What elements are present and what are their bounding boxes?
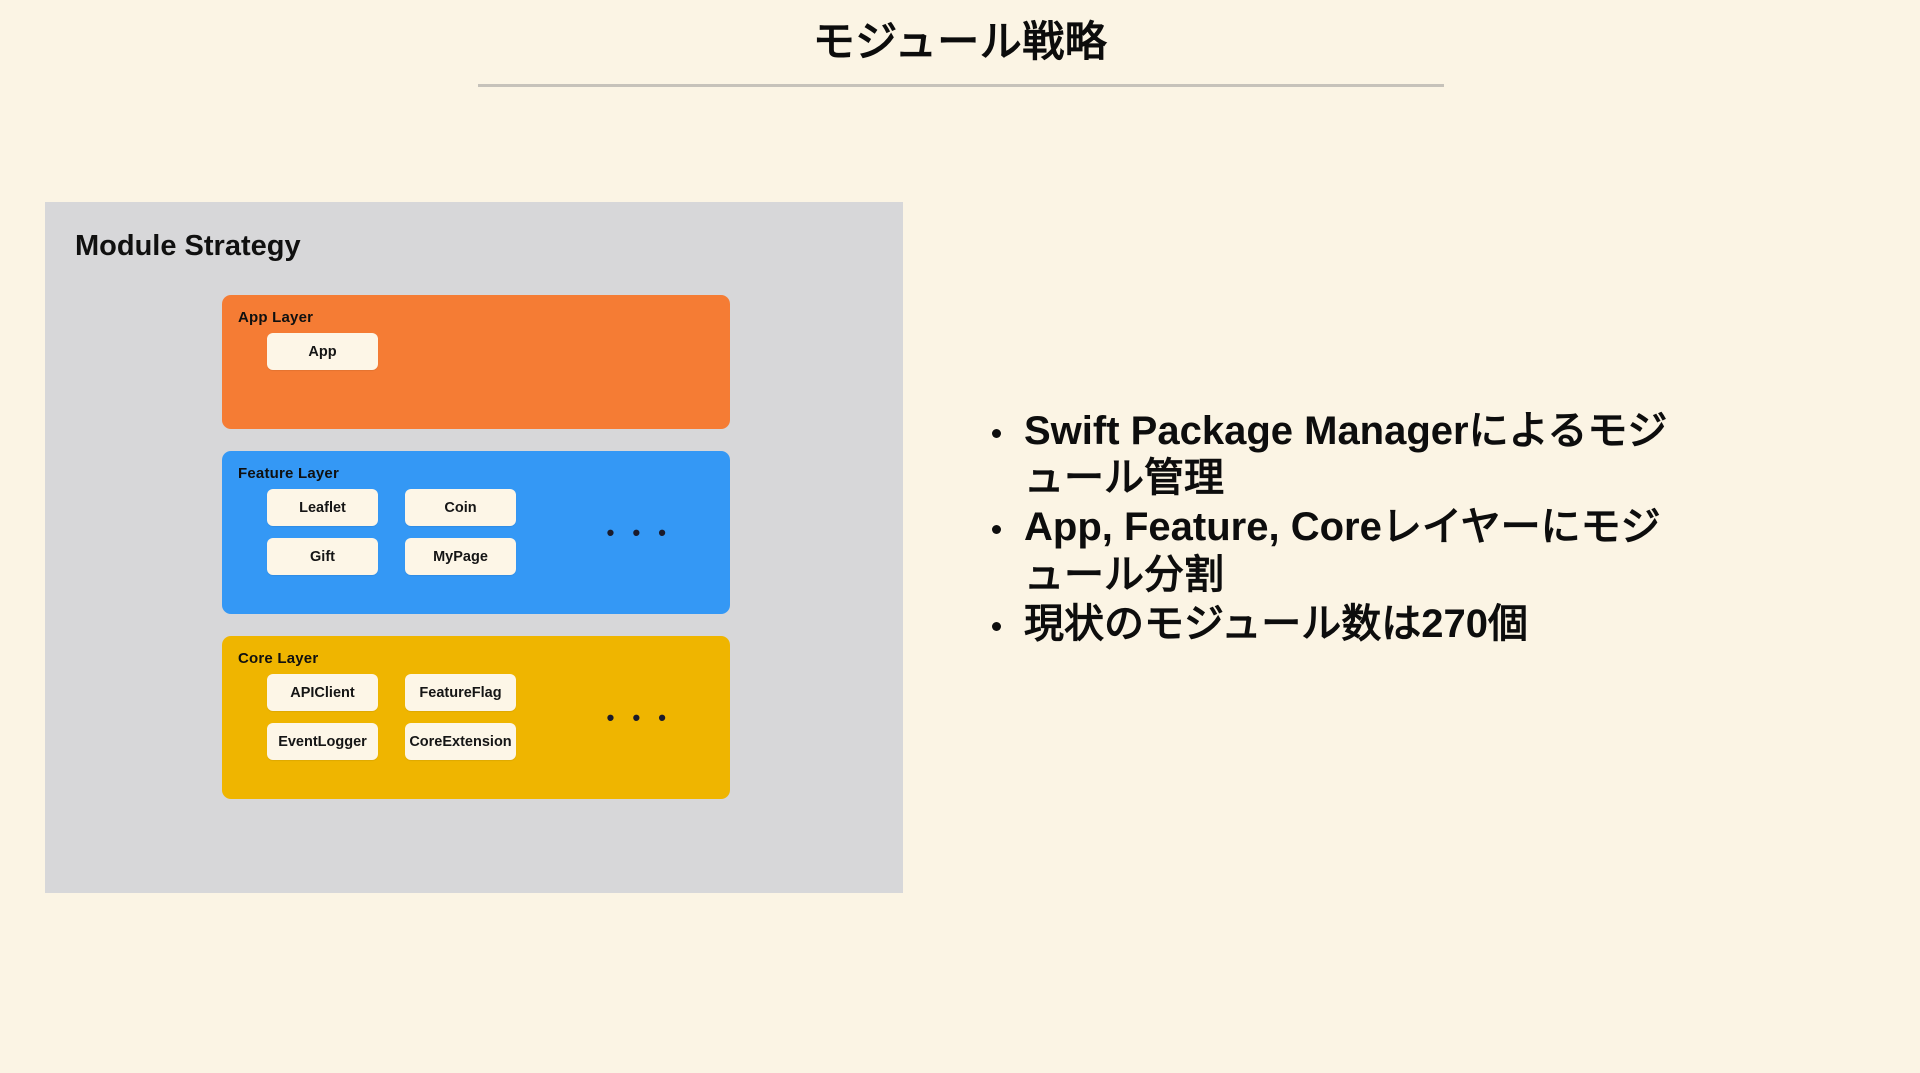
slide-title: モジュール戦略: [812, 18, 1108, 65]
layer-label-app: App Layer: [238, 309, 314, 326]
bullet-dot-icon: [992, 621, 1001, 631]
module-box[interactable]: MyPage: [405, 538, 516, 575]
ellipsis-icon: • • •: [606, 704, 672, 730]
module-box[interactable]: Gift: [267, 538, 378, 575]
module-box[interactable]: CoreExtension: [405, 723, 516, 760]
list-item: 現状のモジュール数は270個: [978, 601, 1678, 648]
module-box[interactable]: Coin: [405, 489, 516, 526]
module-box[interactable]: Leaflet: [267, 489, 378, 526]
module-row: Gift MyPage: [267, 538, 597, 575]
layer-app: App Layer App: [222, 295, 730, 429]
module-strategy-diagram: Module Strategy App Layer App Feature La…: [45, 202, 903, 893]
module-row: Leaflet Coin: [267, 489, 597, 526]
module-row: EventLogger CoreExtension: [267, 723, 597, 760]
list-item: Swift Package Managerによるモジュール管理: [978, 408, 1678, 502]
module-grid-core: APIClient FeatureFlag EventLogger CoreEx…: [267, 674, 597, 772]
title-divider: [478, 84, 1444, 87]
bullet-dot-icon: [992, 525, 1001, 535]
module-grid-feature: Leaflet Coin Gift MyPage: [267, 489, 597, 587]
bullet-list: Swift Package Managerによるモジュール管理 App, Fea…: [978, 408, 1678, 650]
list-item-label: Swift Package Managerによるモジュール管理: [1024, 409, 1668, 501]
bullet-dot-icon: [992, 428, 1001, 438]
diagram-heading: Module Strategy: [75, 230, 301, 262]
module-box[interactable]: EventLogger: [267, 723, 378, 760]
ellipsis-icon: • • •: [606, 519, 672, 545]
layer-label-feature: Feature Layer: [238, 465, 339, 482]
module-row: APIClient FeatureFlag: [267, 674, 597, 711]
module-grid-app: App: [267, 333, 597, 382]
module-box[interactable]: FeatureFlag: [405, 674, 516, 711]
list-item-label: App, Feature, Coreレイヤーにモジュール分割: [1024, 505, 1661, 597]
layer-stack: App Layer App Feature Layer Leaflet Coin…: [222, 295, 730, 821]
layer-feature: Feature Layer Leaflet Coin Gift MyPage •…: [222, 451, 730, 614]
layer-label-core: Core Layer: [238, 650, 319, 667]
module-row: App: [267, 333, 597, 370]
module-box[interactable]: APIClient: [267, 674, 378, 711]
list-item-label: 現状のモジュール数は270個: [1024, 601, 1528, 646]
list-item: App, Feature, Coreレイヤーにモジュール分割: [978, 504, 1678, 598]
module-box[interactable]: App: [267, 333, 378, 370]
layer-core: Core Layer APIClient FeatureFlag EventLo…: [222, 636, 730, 799]
